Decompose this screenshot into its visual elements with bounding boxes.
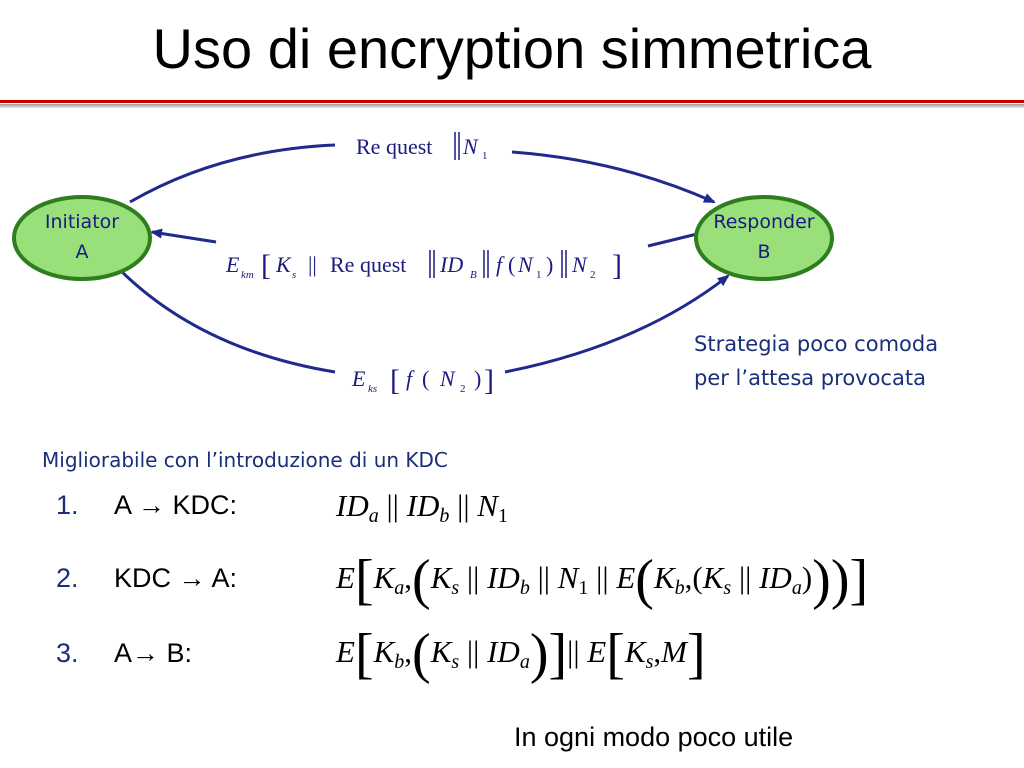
title-rule-red: [0, 100, 1024, 103]
message-confirm: E ks [ f ( N 2 ) ]: [351, 364, 494, 397]
svg-text:): ): [546, 252, 553, 277]
msg2-N2: N: [571, 252, 588, 277]
responder-node: Responder B: [694, 195, 834, 281]
responder-label: Responder: [713, 211, 814, 233]
msg2-f: f: [496, 252, 505, 277]
strategy-note: Strategia poco comoda per l’attesa provo…: [694, 332, 939, 390]
msg2-N2-sub: 2: [590, 269, 596, 281]
msg2-E-sub: km: [241, 269, 254, 281]
improvement-text: Migliorabile con l’introduzione di un KD…: [42, 448, 448, 472]
msg1-sub: 1: [482, 150, 488, 162]
svg-text:(: (: [508, 252, 515, 277]
msg2-request: Re quest: [330, 252, 406, 277]
svg-text:): ): [474, 366, 481, 391]
message-response: E km [ K s || Re quest ID B f ( N 1 ) N …: [225, 249, 622, 282]
step-2-label: KDC → A:: [114, 563, 238, 593]
arrow-confirm: [116, 266, 336, 374]
msg2-N1-sub: 1: [536, 269, 542, 281]
message-request: Re quest N 1: [356, 132, 488, 162]
msg1-text: Re quest: [356, 134, 432, 159]
msg3-E: E: [351, 366, 366, 391]
arrow-response: [647, 232, 698, 248]
msg1-var: N: [462, 134, 479, 159]
arrow-confirm-tail: [504, 274, 730, 374]
svg-text:]: ]: [484, 364, 494, 397]
step-3-formula: E[Kb,(Ks || IDa)]|| E[Ks,M]: [336, 623, 706, 685]
step-1-number: 1.: [56, 490, 79, 520]
slide-title: Uso di encryption simmetrica: [152, 17, 872, 80]
step-1-formula: IDa || IDb || N1: [336, 488, 508, 527]
step-3-number: 3.: [56, 638, 79, 668]
svg-text:[: [: [261, 249, 271, 282]
step-3-label: A→ B:: [114, 638, 193, 668]
msg2-ID-sub: B: [470, 269, 477, 281]
step-1-label: A → KDC:: [114, 490, 238, 520]
msg3-N: N: [439, 366, 456, 391]
initiator-node: Initiator A: [12, 195, 152, 281]
msg3-N-sub: 2: [460, 383, 466, 395]
msg2-ID: ID: [439, 252, 463, 277]
svg-text:]: ]: [612, 249, 622, 282]
svg-text:(: (: [422, 366, 429, 391]
msg2-K: K: [275, 252, 292, 277]
msg2-E: E: [225, 252, 240, 277]
step-2-formula: E[Ka,(Ks || IDb || N1 || E(Kb,(Ks || IDa…: [336, 549, 869, 611]
footer-text: In ogni modo poco utile: [514, 722, 794, 752]
title-rule-gray: [0, 104, 1024, 108]
msg2-N1: N: [517, 252, 534, 277]
protocol-diagram: Initiator A Responder B Re quest N 1 E k…: [12, 132, 834, 397]
msg3-E-sub: ks: [368, 383, 377, 395]
svg-text:||: ||: [308, 252, 317, 277]
svg-text:[: [: [390, 364, 400, 397]
responder-sublabel: B: [757, 241, 770, 263]
arrow-response-head: [150, 228, 217, 244]
arrow-request-tail: [511, 150, 716, 204]
step-2-number: 2.: [56, 563, 79, 593]
initiator-sublabel: A: [76, 241, 89, 263]
msg3-f: f: [406, 366, 415, 391]
msg2-K-sub: s: [292, 269, 296, 281]
arrow-request: [129, 143, 336, 204]
initiator-label: Initiator: [45, 211, 119, 233]
